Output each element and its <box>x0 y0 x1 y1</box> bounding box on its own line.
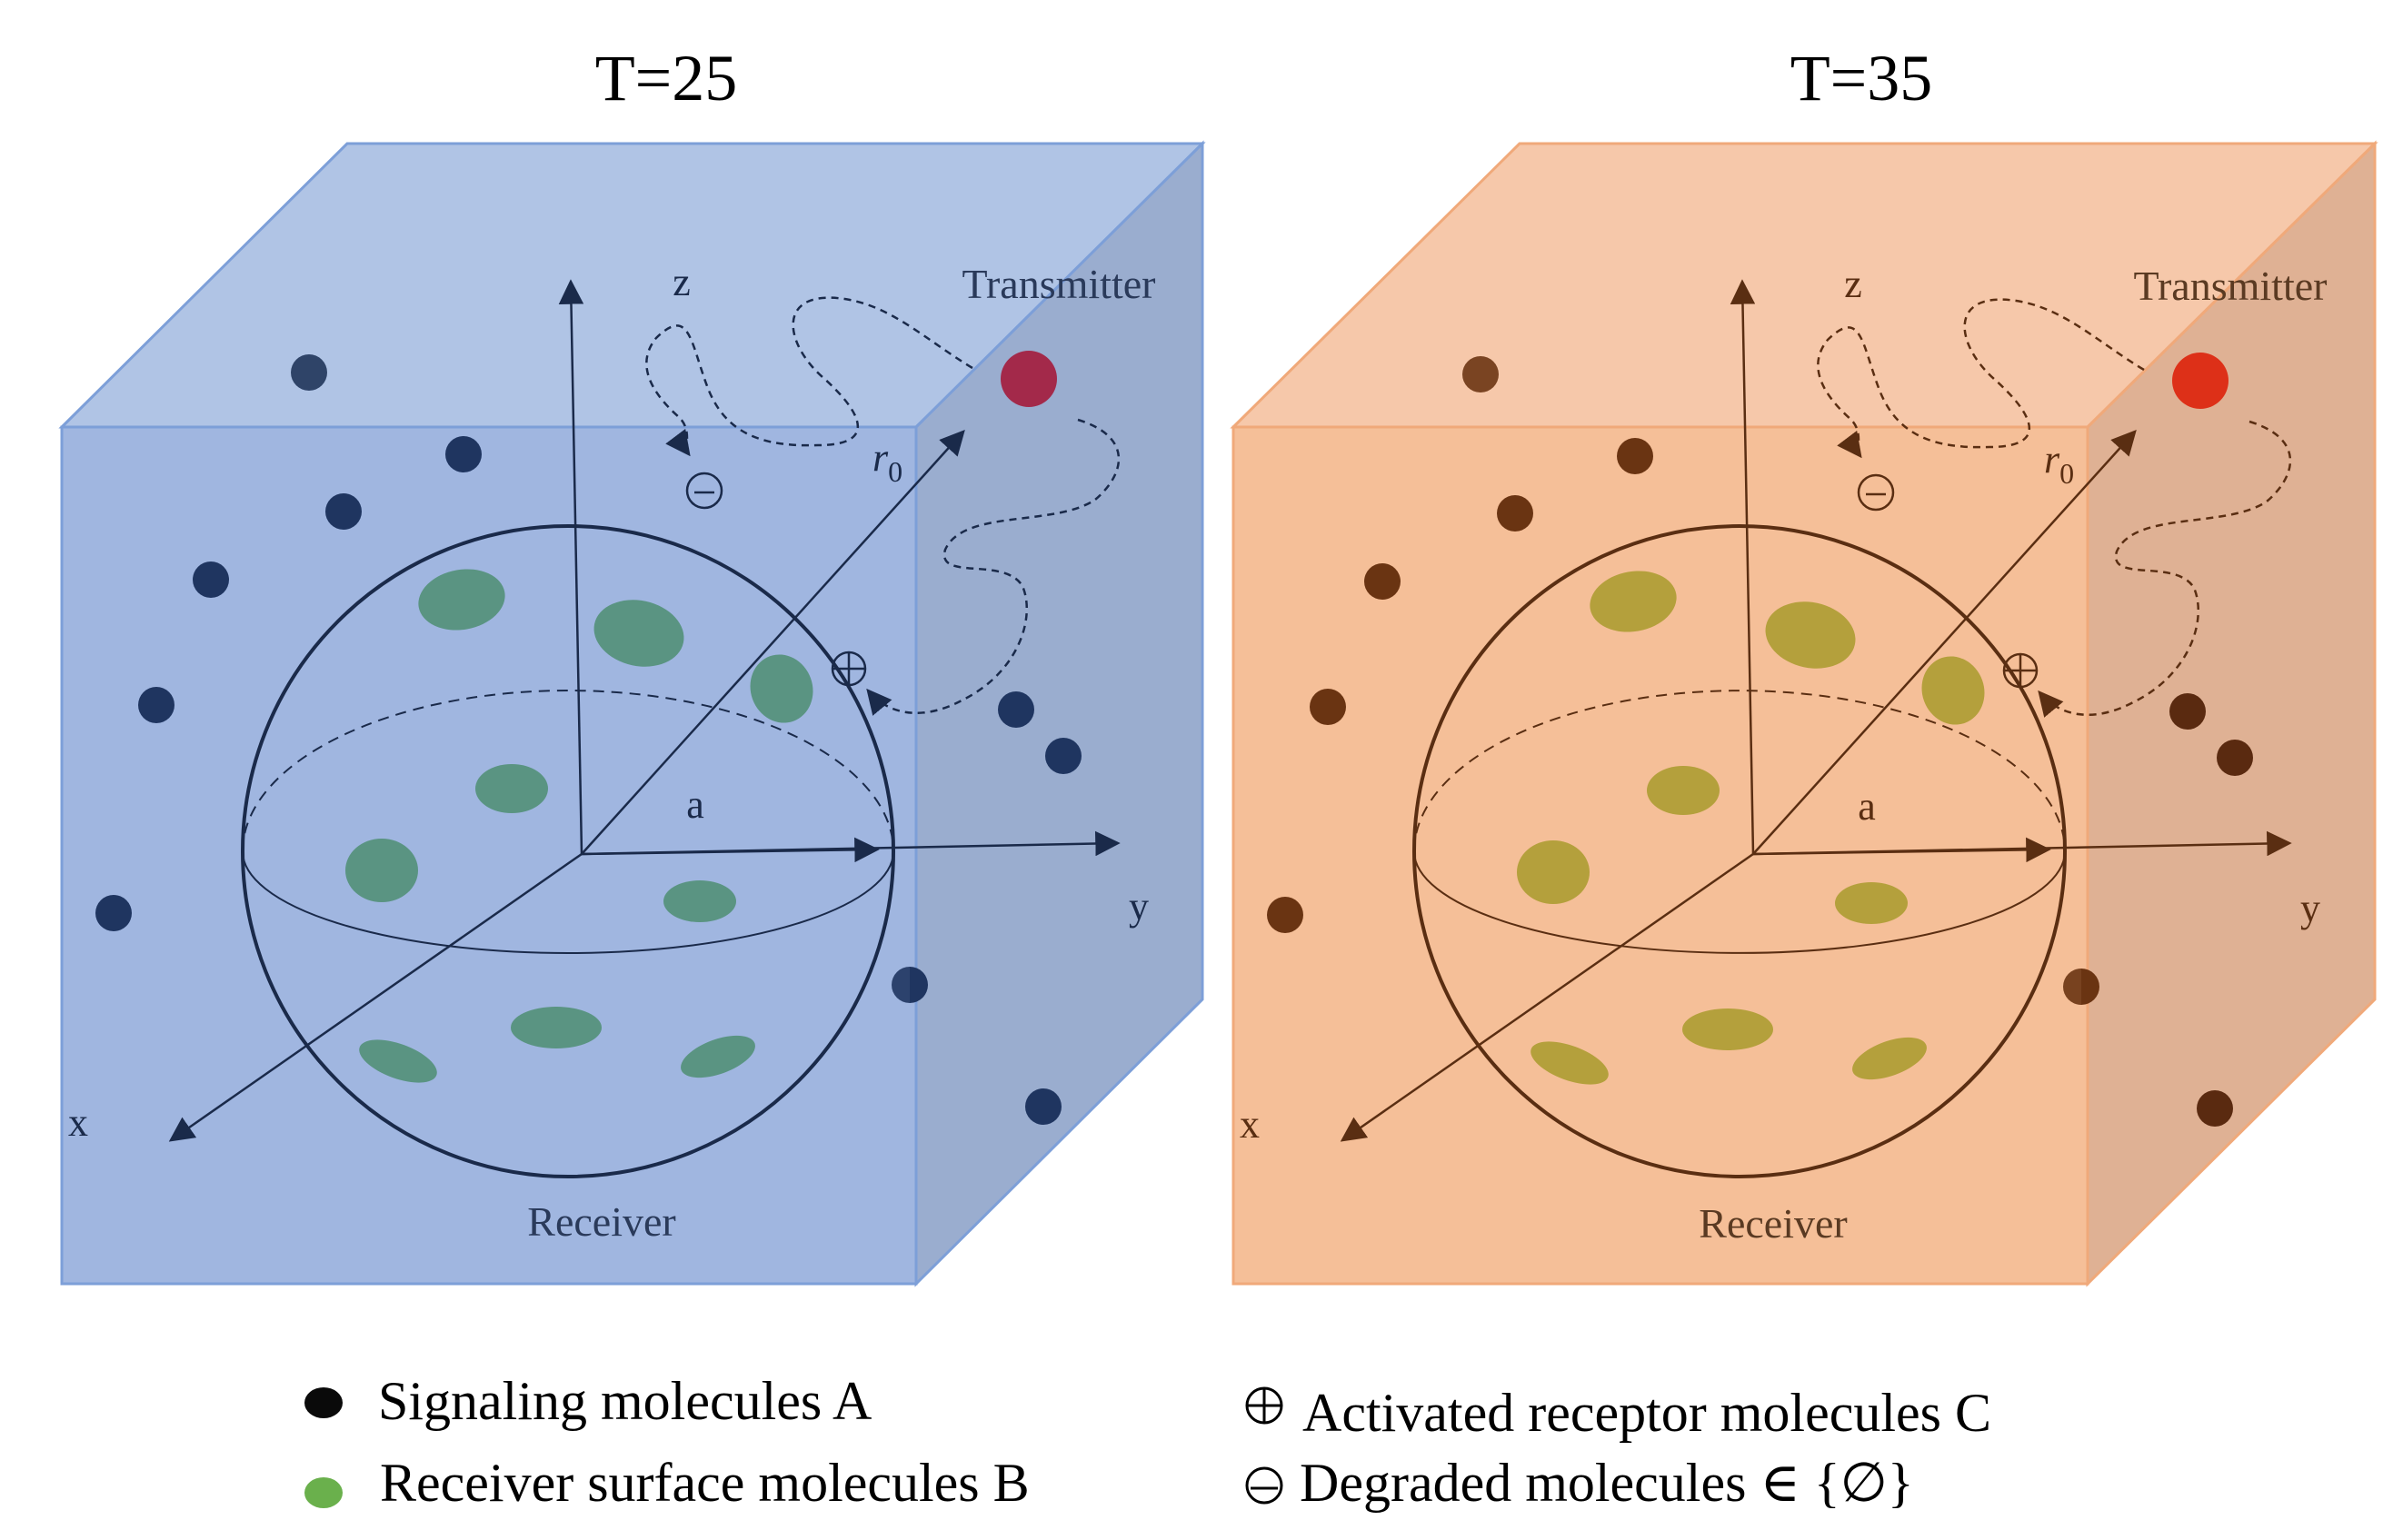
signaling-molecule <box>1617 438 1653 474</box>
signaling-molecule <box>1462 356 1499 392</box>
radius-vector <box>581 837 880 863</box>
signaling-molecule <box>325 493 362 530</box>
signaling-molecule <box>1310 689 1346 725</box>
legend-activated-icon <box>1245 1386 1283 1425</box>
axis-z-label: z <box>1844 262 1862 306</box>
legend-surface-swatch <box>304 1477 343 1508</box>
panel-right: T=35 <box>1230 42 2378 1287</box>
signaling-molecule <box>291 354 327 391</box>
equator-back <box>242 690 894 852</box>
axis-x-label: x <box>1240 1102 1260 1147</box>
signaling-molecule <box>138 687 174 723</box>
x-axis <box>1340 852 1754 1142</box>
axis-z-label: z <box>673 260 691 304</box>
legend-signaling-label: Signaling molecules A <box>378 1371 872 1431</box>
surface-molecule <box>1682 1008 1773 1050</box>
surface-molecule <box>1590 571 1677 632</box>
distance-label: r0 <box>2044 437 2074 490</box>
cube-front-face <box>1231 425 2089 1286</box>
surface-molecule <box>1852 1037 1927 1080</box>
axis-x-label: x <box>68 1100 88 1145</box>
signaling-molecule <box>445 436 482 472</box>
surface-molecule <box>1517 840 1590 904</box>
degraded-molecule-icon <box>685 472 723 510</box>
activated-receptor-icon <box>2002 652 2039 689</box>
surface-molecule <box>1765 601 1856 669</box>
transmitter-label: Transmitter <box>2134 263 2328 309</box>
panel-title: T=35 <box>1790 42 1933 114</box>
signaling-molecule <box>1025 1088 1062 1125</box>
axis-y-label: y <box>2300 886 2320 930</box>
surface-molecule <box>359 1039 437 1083</box>
distance-subscript: 0 <box>888 455 902 488</box>
signaling-molecule <box>2197 1090 2233 1127</box>
signaling-molecule <box>95 895 132 931</box>
panel-left: T=25 <box>58 42 1206 1287</box>
degraded-molecule-icon <box>1857 473 1895 512</box>
surface-molecule <box>345 839 418 902</box>
equator-back <box>1413 690 2066 852</box>
diffusion-path <box>645 296 973 457</box>
surface-molecule <box>663 880 736 922</box>
signaling-molecule <box>2169 693 2206 730</box>
signaling-molecule <box>1364 563 1401 600</box>
distance-symbol: r <box>2044 437 2060 482</box>
legend-signaling-swatch <box>304 1387 343 1418</box>
radius-label: a <box>686 782 704 827</box>
z-axis <box>558 279 584 855</box>
diffusion-path <box>866 418 1121 716</box>
panel-title: T=25 <box>595 42 738 114</box>
legend-activated-label: Activated receptor molecules C <box>1302 1383 1991 1443</box>
activated-receptor-icon <box>831 651 867 687</box>
signaling-molecule <box>193 561 229 598</box>
legend: Signaling molecules A Receiver surface m… <box>304 1371 1991 1513</box>
signaling-molecule <box>1267 897 1303 933</box>
diffusion-path <box>1817 298 2145 459</box>
signaling-molecule <box>2081 969 2099 1005</box>
distance-symbol: r <box>872 435 889 480</box>
signaling-molecule <box>1045 738 1082 774</box>
receiver-label: Receiver <box>1699 1200 1847 1247</box>
surface-molecule <box>750 654 813 723</box>
axis-y-label: y <box>1129 884 1149 929</box>
surface-molecule <box>475 764 548 813</box>
signaling-molecule <box>2217 740 2253 776</box>
radius-label: a <box>1858 784 1876 829</box>
equator-front <box>1413 850 2066 954</box>
cube-front-face <box>60 425 918 1286</box>
legend-degraded-label: Degraded molecules ∈ {∅} <box>1300 1453 1914 1513</box>
signaling-molecule <box>998 691 1034 728</box>
signaling-molecule <box>910 967 928 1003</box>
receiver-label: Receiver <box>527 1198 675 1245</box>
x-axis <box>168 852 583 1142</box>
surface-molecule <box>418 569 505 631</box>
surface-molecule <box>1647 766 1720 815</box>
distance-label: r0 <box>872 435 902 488</box>
signaling-molecule <box>1497 495 1533 532</box>
signaling-molecule <box>892 967 910 1003</box>
legend-surface-label: Receiver surface molecules B <box>380 1453 1030 1513</box>
transmitter <box>1001 351 1057 407</box>
distance-vector <box>581 429 965 855</box>
legend-degraded-icon <box>1245 1466 1283 1505</box>
surface-molecule <box>593 600 684 667</box>
surface-molecule <box>1531 1041 1609 1085</box>
transmitter <box>2172 353 2228 409</box>
transmitter-label: Transmitter <box>962 261 1156 307</box>
signaling-molecule <box>2063 969 2081 1005</box>
surface-molecule <box>1835 882 1908 924</box>
equator-front <box>242 850 894 954</box>
surface-molecule <box>511 1007 602 1048</box>
distance-subscript: 0 <box>2059 457 2074 490</box>
surface-molecule <box>1921 656 1985 725</box>
distance-vector <box>1752 429 2137 855</box>
z-axis <box>1730 279 1756 855</box>
diffusion-path <box>2038 420 2292 718</box>
surface-molecule <box>681 1035 755 1078</box>
radius-vector <box>1752 837 2051 863</box>
